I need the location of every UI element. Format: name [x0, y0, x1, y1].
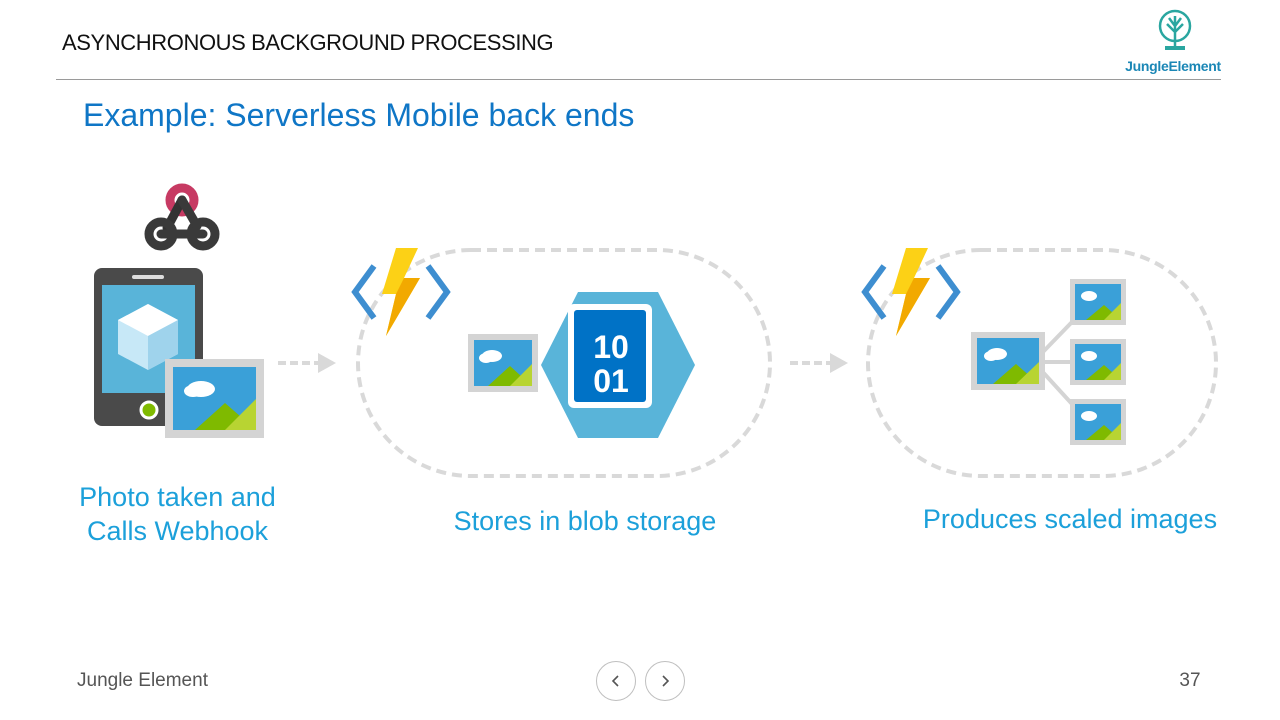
page-number: 37	[1179, 670, 1201, 691]
caption-line: Calls Webhook	[86, 516, 269, 546]
tree-logo-icon	[1125, 8, 1225, 78]
chevron-left-icon	[611, 675, 619, 687]
blob-bits-bottom: 01	[593, 363, 629, 399]
scaled-photo-icon	[1070, 279, 1126, 325]
photo-icon	[971, 332, 1045, 390]
process-container-1	[356, 248, 772, 478]
blob-storage-icon	[541, 292, 695, 438]
scale-branch-lines	[1038, 320, 1074, 406]
photo-icon	[468, 334, 538, 392]
logo-wordmark: JungleElement	[1125, 58, 1221, 74]
step-caption-scaled: Produces scaled images	[922, 504, 1218, 534]
dashed-arrow-icon	[790, 353, 848, 373]
caption-line: Photo taken and	[79, 482, 276, 512]
blob-bits-top: 10	[593, 329, 629, 365]
header-divider	[56, 79, 1221, 80]
azure-function-icon	[351, 248, 451, 336]
scaled-photo-icon	[1070, 399, 1126, 445]
footer-company: Jungle Element	[77, 670, 208, 691]
photo-icon	[165, 359, 264, 438]
previous-slide-button[interactable]	[596, 661, 636, 701]
process-container-2	[866, 248, 1218, 478]
scaled-photo-icon	[1070, 339, 1126, 385]
azure-function-icon	[861, 248, 961, 336]
step-caption-blob: Stores in blob storage	[453, 506, 717, 536]
slide-header-title: ASYNCHRONOUS BACKGROUND PROCESSING	[62, 30, 554, 55]
chevron-right-icon	[662, 675, 670, 687]
next-slide-button[interactable]	[645, 661, 685, 701]
webhook-icon	[144, 183, 220, 251]
slide-subtitle: Example: Serverless Mobile back ends	[83, 97, 635, 133]
dashed-arrow-icon	[278, 353, 336, 373]
step-caption-photo: Photo taken and Calls Webhook	[50, 480, 305, 548]
